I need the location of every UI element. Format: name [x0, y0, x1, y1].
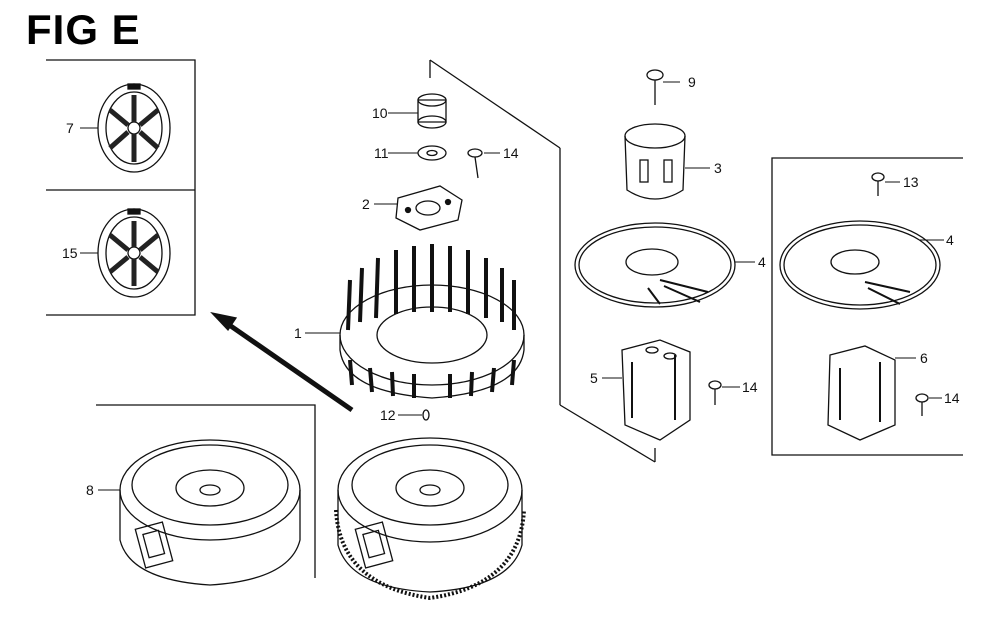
center-right-frame — [429, 59, 656, 463]
bracket-5-drawing — [621, 339, 691, 441]
callout-15: 15 — [62, 245, 78, 261]
cup-3-drawing — [624, 123, 686, 200]
disc-4a-drawing — [574, 222, 736, 308]
bolt-14a-drawing — [467, 148, 483, 179]
callout-7: 7 — [66, 120, 74, 136]
right-frame — [771, 157, 963, 456]
callout-5: 5 — [590, 370, 598, 386]
callout-14b: 14 — [742, 379, 758, 395]
washer-11-drawing — [417, 145, 447, 161]
callout-10: 10 — [372, 105, 388, 121]
callout-12: 12 — [380, 407, 396, 423]
pulley-7-drawing — [97, 83, 171, 173]
bolt-9-drawing — [646, 69, 664, 105]
callout-13: 13 — [903, 174, 919, 190]
bolt-14c-drawing — [915, 393, 929, 416]
fan-1-drawing — [339, 244, 525, 399]
nut-10-drawing — [417, 93, 447, 129]
bolt-14b-drawing — [708, 380, 722, 405]
plate-2-drawing — [395, 185, 463, 231]
callout-8: 8 — [86, 482, 94, 498]
callout-2: 2 — [362, 196, 370, 212]
key-12-drawing — [422, 409, 430, 421]
callout-3: 3 — [714, 160, 722, 176]
leader-lines — [80, 81, 944, 491]
callout-labels: 7 15 10 11 14 2 1 12 8 9 3 4 5 14 13 4 6… — [62, 74, 960, 498]
callout-4b: 4 — [946, 232, 954, 248]
flywheel-ringgear-drawing — [334, 437, 526, 601]
flywheel-8-drawing — [119, 439, 301, 586]
disc-4b-drawing — [779, 220, 941, 310]
callout-14c: 14 — [944, 390, 960, 406]
inset-frame-left — [46, 59, 196, 316]
figure-title: FIG E — [26, 6, 141, 53]
callout-4a: 4 — [758, 254, 766, 270]
flywheel-frame — [96, 404, 316, 578]
callout-9: 9 — [688, 74, 696, 90]
callout-1: 1 — [294, 325, 302, 341]
callout-6: 6 — [920, 350, 928, 366]
bolt-13-drawing — [871, 172, 885, 196]
callout-11: 11 — [374, 145, 389, 161]
direction-arrow — [210, 311, 354, 413]
bracket-6-drawing — [827, 345, 896, 441]
callout-14a: 14 — [503, 145, 519, 161]
pulley-15-drawing — [97, 208, 171, 298]
